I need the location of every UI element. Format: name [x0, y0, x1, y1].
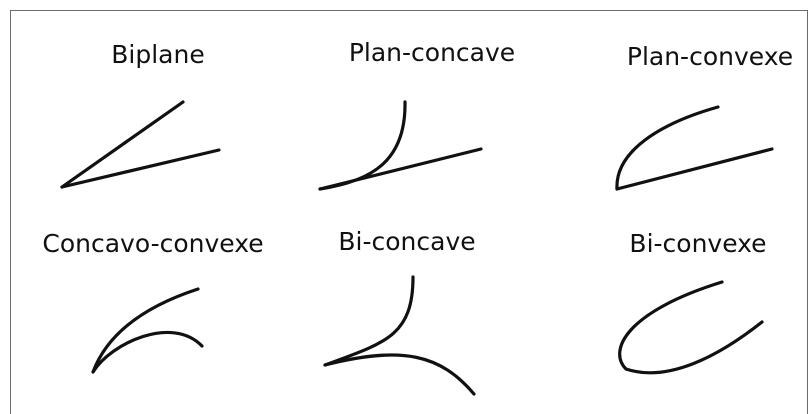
- plano-concave-lens-shape: [318, 100, 483, 191]
- label-bi-convexe: Bi-convexe: [629, 229, 767, 258]
- biplane-lens-shape: [60, 100, 221, 189]
- concavo-convex-lens-shape: [91, 287, 204, 374]
- diagram-frame: [10, 10, 808, 414]
- label-biplane: Biplane: [111, 40, 205, 69]
- bi-concave-lens-shape: [323, 275, 476, 396]
- bi-convex-lens-shape: [618, 280, 764, 375]
- label-bi-concave: Bi-concave: [338, 227, 476, 256]
- plano-convex-lens-shape: [615, 105, 774, 191]
- label-plan-concave: Plan-concave: [348, 38, 516, 67]
- label-concavo-convexe: Concavo-convexe: [42, 229, 264, 258]
- label-plan-convexe: Plan-convexe: [626, 42, 794, 71]
